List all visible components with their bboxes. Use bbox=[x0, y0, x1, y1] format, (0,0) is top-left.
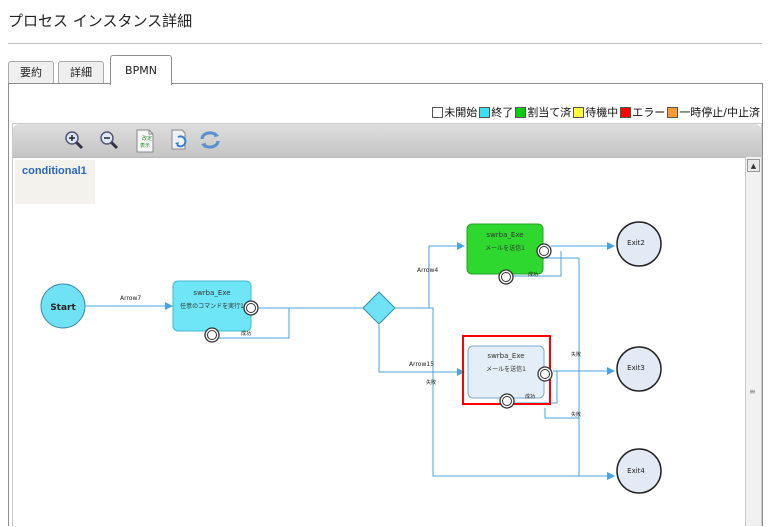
scroll-grip[interactable]: ≡ bbox=[749, 387, 756, 396]
exit-3-label: Exit3 bbox=[627, 364, 645, 372]
arrow-7-label: Arrow7 bbox=[120, 295, 141, 302]
start-event-label: Start bbox=[50, 303, 76, 313]
exclusive-gateway[interactable] bbox=[362, 291, 396, 325]
exit-2-label: Exit2 bbox=[627, 239, 645, 247]
exit-4[interactable] bbox=[616, 448, 662, 494]
process-name-label: conditional1 bbox=[15, 160, 95, 204]
title-divider bbox=[8, 43, 762, 44]
exit-4-label: Exit4 bbox=[627, 467, 645, 475]
tab-bpmn[interactable]: BPMN bbox=[110, 55, 172, 85]
doc-char-1: 改 bbox=[142, 135, 147, 142]
fail-label-2: 失敗 bbox=[426, 379, 436, 386]
diagram-canvas[interactable]: conditional1 bbox=[13, 157, 745, 527]
exit-2[interactable] bbox=[616, 221, 662, 267]
flow-gateway-task3 bbox=[378, 325, 465, 376]
legend-label: 終了 bbox=[491, 106, 514, 119]
arrow-4-label: Arrow4 bbox=[417, 267, 438, 274]
legend-label: 未開始 bbox=[444, 106, 478, 119]
bpmn-viewer: 改 定 表 示 conditional1 bbox=[12, 123, 762, 527]
legend-item: エラー bbox=[620, 104, 665, 120]
task-3-success-inner bbox=[502, 396, 512, 406]
legend-swatch bbox=[432, 106, 444, 118]
task-1-title: swrba_Exe bbox=[193, 289, 230, 297]
task-2-boundary-inner bbox=[539, 246, 549, 256]
task-3-subtitle: メールを送信1 bbox=[486, 365, 526, 373]
page-title: プロセス インスタンス詳細 bbox=[8, 12, 193, 30]
flow-task1-loop bbox=[211, 308, 290, 339]
refresh-document-icon bbox=[171, 129, 187, 150]
flow-gateway-exit4 bbox=[395, 307, 615, 480]
document-icon: 改 定 表 示 bbox=[136, 129, 154, 152]
legend-label: 割当て済 bbox=[527, 106, 572, 119]
fail-label-1: 失敗 bbox=[571, 351, 581, 358]
document-button[interactable]: 改 定 表 示 bbox=[134, 128, 156, 153]
zoom-out-icon bbox=[100, 131, 119, 150]
legend-item: 未開始 bbox=[432, 104, 477, 120]
legend-swatch bbox=[573, 106, 585, 118]
start-event[interactable] bbox=[40, 283, 86, 329]
viewer-toolbar: 改 定 表 示 bbox=[13, 124, 761, 157]
tab-summary[interactable]: 要約 bbox=[8, 61, 54, 84]
tab-details[interactable]: 詳細 bbox=[58, 61, 104, 84]
legend-swatch bbox=[515, 106, 527, 118]
task-1-boundary-inner bbox=[246, 303, 256, 313]
task-2-success-label: 成功 bbox=[528, 271, 538, 278]
flow-task3-exit4 bbox=[544, 408, 579, 419]
bpmn-diagram: Start swrba_Exe 任意のコマンドを実行1 成功 swrba_Exe… bbox=[40, 221, 662, 494]
sync-icon bbox=[200, 131, 220, 149]
zoom-in-button[interactable] bbox=[63, 129, 85, 151]
zoom-in-icon bbox=[65, 131, 84, 150]
task-1-subtitle: 任意のコマンドを実行1 bbox=[180, 302, 244, 310]
zoom-out-button[interactable] bbox=[98, 129, 120, 151]
task-3-boundary-inner bbox=[540, 369, 550, 379]
legend-label: 一時停止/中止済 bbox=[679, 106, 760, 119]
doc-char-4: 示 bbox=[145, 143, 150, 149]
task-2-subtitle: メールを送信1 bbox=[485, 244, 525, 252]
legend-label: エラー bbox=[632, 106, 666, 119]
scroll-up-arrow[interactable]: ▲ bbox=[747, 159, 760, 172]
flow-task2-exit4 bbox=[543, 257, 615, 480]
legend-swatch bbox=[667, 106, 679, 118]
status-legend: 未開始終了割当て済待機中エラー一時停止/中止済 bbox=[430, 104, 760, 120]
task-1-success-label: 成功 bbox=[241, 330, 251, 337]
task-2-success-inner bbox=[501, 272, 511, 282]
refresh-document-button[interactable] bbox=[169, 129, 191, 151]
fail-label-3: 失敗 bbox=[571, 411, 581, 418]
task-2-title: swrba_Exe bbox=[486, 231, 523, 239]
legend-swatch bbox=[620, 106, 632, 118]
legend-item: 待機中 bbox=[573, 104, 618, 120]
task-3-title: swrba_Exe bbox=[487, 352, 524, 360]
legend-item: 一時停止/中止済 bbox=[667, 104, 760, 120]
vertical-scrollbar[interactable]: ▲ ≡ bbox=[745, 157, 761, 526]
legend-label: 待機中 bbox=[585, 106, 619, 119]
exit-3[interactable] bbox=[616, 346, 662, 392]
task-3-success-label: 成功 bbox=[525, 393, 535, 400]
doc-char-2: 定 bbox=[147, 135, 152, 142]
arrow-15-label: Arrow15 bbox=[409, 361, 434, 368]
flow-task2-fail bbox=[509, 251, 562, 277]
legend-item: 割当て済 bbox=[515, 104, 571, 120]
sync-button[interactable] bbox=[199, 129, 221, 151]
task-1-success-inner bbox=[207, 330, 217, 340]
doc-char-3: 表 bbox=[140, 142, 145, 149]
legend-item: 終了 bbox=[479, 104, 513, 120]
flow-gateway-task2 bbox=[395, 242, 465, 309]
legend-swatch bbox=[479, 106, 491, 118]
